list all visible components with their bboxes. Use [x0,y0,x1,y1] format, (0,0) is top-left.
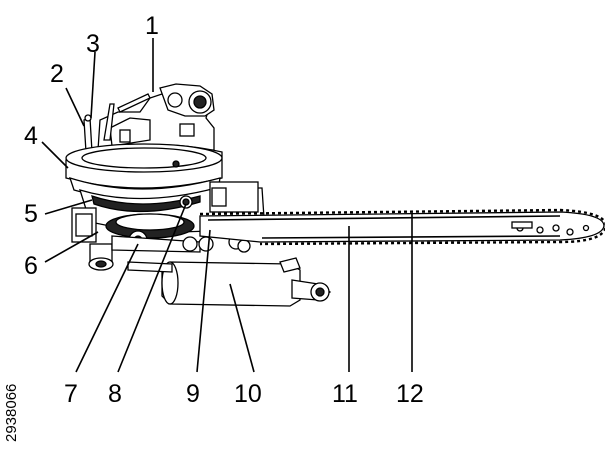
callout-1: 1 [145,12,159,40]
figure-reference-code: 2938066 [3,384,20,442]
callout-10: 10 [234,380,262,408]
callout-12: 12 [396,380,424,408]
leader-2 [65,87,85,127]
callout-4: 4 [24,122,38,150]
rotator-ring [65,143,223,201]
callout-7: 7 [64,380,78,408]
callout-5: 5 [24,200,38,228]
leader-10 [229,283,255,373]
top-mechanism [83,83,215,153]
saw-bar [199,208,605,246]
leader-3 [90,51,96,119]
leader-7 [75,243,139,373]
callout-8: 8 [108,380,122,408]
leader-9 [196,229,211,373]
callout-11: 11 [332,380,358,408]
leader-4 [41,141,69,169]
callout-3: 3 [86,30,100,58]
leader-lines [41,38,413,373]
callout-2: 2 [50,60,64,88]
leader-5 [44,199,93,215]
callout-labels: 1 2 3 4 5 6 7 8 9 10 11 12 [24,12,424,408]
leader-6 [44,231,99,263]
hydraulic-cylinder [127,257,332,307]
leader-8 [117,203,187,373]
callout-6: 6 [24,252,38,280]
callout-9: 9 [186,380,200,408]
saw-motor [88,213,251,271]
